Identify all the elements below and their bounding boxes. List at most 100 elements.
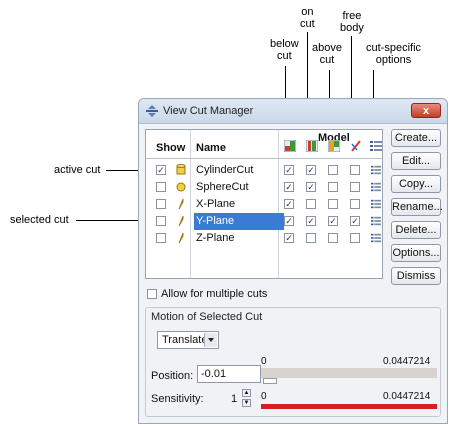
callout-free-body: free body [340, 10, 364, 34]
free-cut-checkbox[interactable]: ✓ [350, 216, 360, 226]
show-checkbox[interactable] [156, 233, 166, 243]
above-cut-checkbox[interactable] [328, 165, 338, 175]
position-label: Position: [151, 370, 194, 382]
create-button[interactable]: Create... [391, 129, 441, 147]
stepper-down-icon[interactable]: ▼ [242, 399, 251, 407]
header-name: Name [196, 142, 226, 154]
below-cut-checkbox[interactable]: ✓ [284, 233, 294, 243]
cut-options-icon[interactable] [371, 182, 381, 192]
leader-free [351, 36, 352, 126]
plane-icon [178, 232, 184, 244]
view-cut-icon [146, 105, 158, 117]
show-checkbox[interactable] [156, 216, 166, 226]
plane-icon [178, 198, 184, 210]
header-show: Show [156, 142, 186, 154]
cut-name[interactable]: SphereCut [196, 181, 249, 193]
sphere-icon [176, 182, 186, 192]
table-row[interactable]: Y-Plane ✓ ✓ ✓ ✓ [146, 213, 382, 230]
cut-name[interactable]: CylinderCut [196, 164, 254, 176]
table-row[interactable]: Z-Plane ✓ [146, 230, 382, 247]
cut-table: Show Name Model ✓ [145, 129, 383, 279]
rename-button[interactable]: Rename... [391, 198, 443, 216]
allow-multiple-label: Allow for multiple cuts [161, 288, 268, 300]
above-cut-checkbox[interactable]: ✓ [328, 216, 338, 226]
sensitivity-stepper[interactable]: ▲ ▼ [242, 389, 251, 407]
callout-on-cut-line1: on [301, 6, 314, 18]
on-cut-icon [306, 140, 318, 152]
free-cut-checkbox[interactable] [350, 233, 360, 243]
below-cut-checkbox[interactable]: ✓ [284, 182, 294, 192]
selection-highlight [194, 213, 284, 230]
position-input[interactable]: -0.01 [197, 365, 261, 383]
cylinder-icon [176, 164, 186, 175]
above-cut-checkbox[interactable] [328, 199, 338, 209]
on-cut-checkbox[interactable]: ✓ [306, 165, 316, 175]
below-cut-checkbox[interactable]: ✓ [284, 199, 294, 209]
view-cut-manager-dialog: View Cut Manager x Show Name Model [138, 98, 448, 424]
close-button[interactable]: x [411, 103, 441, 118]
cut-options-icon[interactable] [371, 216, 381, 226]
leader-on [307, 32, 308, 126]
motion-group-title: Motion of Selected Cut [151, 311, 263, 323]
table-row[interactable]: ✓ CylinderCut ✓ ✓ [146, 162, 382, 179]
stepper-up-icon[interactable]: ▲ [242, 389, 251, 397]
table-row[interactable]: SphereCut ✓ ✓ [146, 179, 382, 196]
free-cut-checkbox[interactable] [350, 165, 360, 175]
cut-options-icon[interactable] [371, 199, 381, 209]
edit-button[interactable]: Edit... [391, 152, 441, 170]
cut-name[interactable]: Z-Plane [196, 232, 235, 244]
options-button[interactable]: Options... [391, 244, 441, 262]
callout-above-cut: above cut [312, 42, 342, 66]
delete-button[interactable]: Delete... [391, 221, 441, 239]
callout-cut-specific-line1: cut-specific [366, 42, 422, 54]
copy-button[interactable]: Copy... [391, 175, 441, 193]
callout-above-cut-line2: cut [319, 54, 335, 66]
free-body-icon [351, 140, 361, 152]
position-slider-handle[interactable] [263, 378, 277, 384]
column-divider [278, 130, 279, 278]
cut-name[interactable]: Y-Plane [196, 215, 235, 227]
on-cut-checkbox[interactable] [306, 233, 316, 243]
callout-below-cut-line1: below [270, 38, 299, 50]
motion-mode-select[interactable]: Translate [157, 331, 219, 349]
window-title: View Cut Manager [163, 105, 254, 117]
cut-options-icon[interactable] [371, 165, 381, 175]
position-slider[interactable] [261, 368, 437, 378]
on-cut-checkbox[interactable]: ✓ [306, 182, 316, 192]
free-cut-checkbox[interactable] [350, 199, 360, 209]
show-checkbox[interactable] [156, 182, 166, 192]
callout-cut-specific-line2: options [375, 54, 412, 66]
below-cut-icon [284, 140, 296, 152]
callout-below-cut-line2: cut [277, 50, 292, 62]
position-range-min: 0 [261, 356, 267, 367]
leader-below [285, 66, 286, 126]
show-checkbox[interactable]: ✓ [156, 165, 166, 175]
cut-name[interactable]: X-Plane [196, 198, 236, 210]
sensitivity-label: Sensitivity: [151, 393, 204, 405]
show-checkbox[interactable] [156, 199, 166, 209]
title-bar[interactable]: View Cut Manager x [139, 99, 447, 124]
sensitivity-value: 1 [231, 393, 238, 405]
callout-below-cut: below cut [270, 38, 299, 62]
above-cut-checkbox[interactable] [328, 233, 338, 243]
below-cut-checkbox[interactable]: ✓ [284, 165, 294, 175]
above-cut-checkbox[interactable] [328, 182, 338, 192]
dropdown-arrow-icon[interactable] [204, 333, 217, 347]
sensitivity-range-max: 0.0447214 [383, 391, 431, 402]
above-cut-icon [328, 140, 340, 152]
on-cut-checkbox[interactable]: ✓ [306, 216, 316, 226]
free-cut-checkbox[interactable] [350, 182, 360, 192]
motion-group [145, 307, 441, 417]
dismiss-button[interactable]: Dismiss [391, 267, 441, 285]
callout-cut-specific: cut-specific options [366, 42, 421, 66]
allow-multiple-checkbox[interactable] [147, 289, 157, 299]
cut-options-icon[interactable] [371, 233, 381, 243]
position-range-max: 0.0447214 [383, 356, 431, 367]
callout-on-cut-line2: cut [300, 18, 315, 30]
sensitivity-range-min: 0 [261, 391, 267, 402]
table-row[interactable]: X-Plane ✓ [146, 196, 382, 213]
below-cut-checkbox[interactable]: ✓ [284, 216, 294, 226]
sensitivity-bar[interactable] [261, 404, 437, 409]
callout-selected-cut: selected cut [10, 214, 69, 226]
on-cut-checkbox[interactable] [306, 199, 316, 209]
